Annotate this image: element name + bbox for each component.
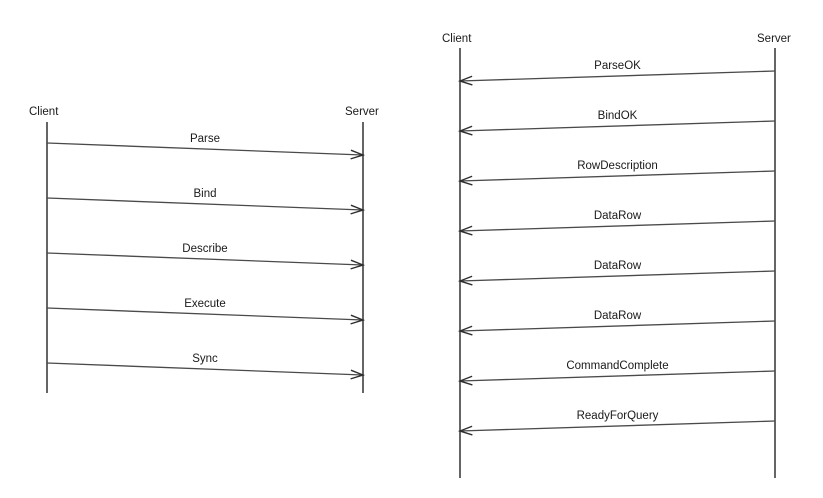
message-3: RowDescription bbox=[457, 160, 776, 186]
message-label: Describe bbox=[182, 243, 227, 255]
arrow-head bbox=[457, 225, 473, 236]
participant-label-right: Server bbox=[345, 106, 379, 118]
message-2: BindOK bbox=[457, 110, 776, 136]
message-label: Sync bbox=[192, 353, 218, 365]
arrow-head bbox=[350, 204, 366, 215]
arrow-head bbox=[457, 425, 473, 436]
message-line bbox=[459, 170, 776, 182]
message-5: Sync bbox=[46, 353, 366, 380]
message-label: DataRow bbox=[594, 260, 642, 272]
message-line bbox=[46, 252, 364, 266]
message-label: RowDescription bbox=[577, 160, 658, 172]
message-6: DataRow bbox=[457, 310, 776, 336]
message-line bbox=[46, 142, 364, 156]
arrow-head bbox=[457, 125, 473, 136]
message-label: Bind bbox=[193, 188, 216, 200]
arrow-head bbox=[457, 75, 473, 86]
message-2: Bind bbox=[46, 188, 366, 215]
message-label: BindOK bbox=[598, 110, 638, 122]
message-line bbox=[459, 320, 776, 332]
message-label: ParseOK bbox=[594, 60, 641, 72]
message-1: Parse bbox=[46, 133, 366, 160]
message-label: DataRow bbox=[594, 310, 642, 322]
arrow-head bbox=[350, 259, 366, 270]
message-label: ReadyForQuery bbox=[577, 410, 659, 422]
message-line bbox=[459, 420, 776, 432]
message-line bbox=[459, 120, 776, 132]
message-line bbox=[46, 197, 364, 211]
message-line bbox=[459, 370, 776, 382]
message-7: CommandComplete bbox=[457, 360, 776, 386]
arrow-head bbox=[350, 149, 366, 160]
message-line bbox=[459, 270, 776, 282]
message-line bbox=[459, 70, 776, 82]
message-line bbox=[459, 220, 776, 232]
message-line bbox=[46, 362, 364, 376]
message-5: DataRow bbox=[457, 260, 776, 286]
message-3: Describe bbox=[46, 243, 366, 270]
participant-label-left: Client bbox=[29, 106, 59, 118]
arrow-head bbox=[457, 275, 473, 286]
arrow-head bbox=[457, 325, 473, 336]
arrow-head bbox=[457, 175, 473, 186]
participant-label-left: Client bbox=[442, 33, 472, 45]
message-label: CommandComplete bbox=[566, 360, 668, 372]
message-4: DataRow bbox=[457, 210, 776, 236]
arrow-head bbox=[350, 314, 366, 325]
message-line bbox=[46, 307, 364, 321]
arrow-head bbox=[350, 369, 366, 380]
participant-label-right: Server bbox=[757, 33, 791, 45]
message-label: Execute bbox=[184, 298, 226, 310]
message-4: Execute bbox=[46, 298, 366, 325]
message-8: ReadyForQuery bbox=[457, 410, 776, 436]
message-1: ParseOK bbox=[457, 60, 776, 86]
arrow-head bbox=[457, 375, 473, 386]
message-label: DataRow bbox=[594, 210, 642, 222]
message-label: Parse bbox=[190, 133, 220, 145]
